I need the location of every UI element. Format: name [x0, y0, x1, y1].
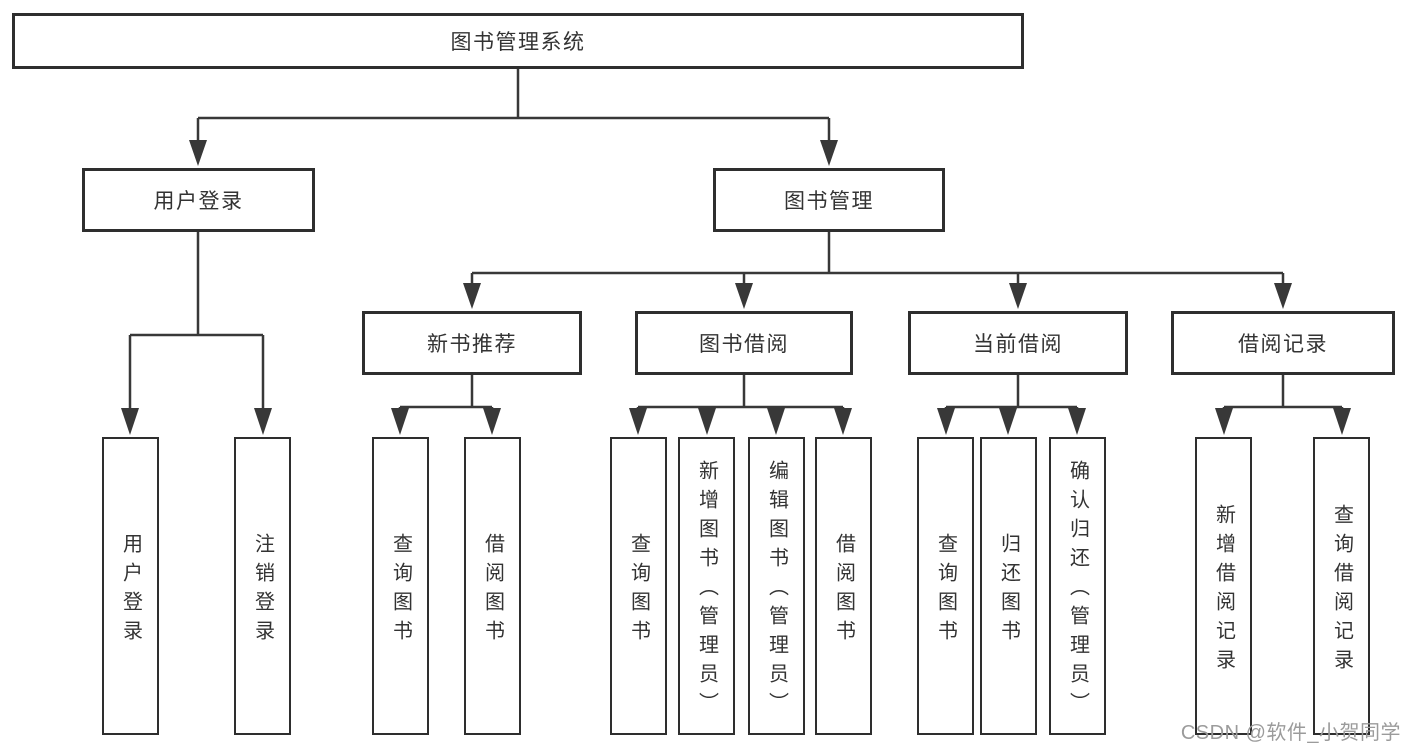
- leaf-query-book-a-label: 查询图书: [389, 532, 412, 649]
- node-book-management: 图书管理: [713, 168, 945, 232]
- leaf-query-record-label: 查询借阅记录: [1330, 503, 1353, 678]
- node-user-login: 用户登录: [82, 168, 315, 232]
- leaf-borrow-book-a: 借阅图书: [464, 437, 521, 735]
- node-current-borrowing: 当前借阅: [908, 311, 1128, 375]
- arrowhead: [189, 140, 207, 166]
- arrowhead: [1274, 283, 1292, 309]
- arrowhead: [121, 408, 139, 435]
- leaf-user-login-label: 用户登录: [119, 532, 142, 649]
- leaf-confirm-return: 确认归还（管理员）: [1049, 437, 1106, 735]
- node-root-label: 图书管理系统: [450, 31, 586, 54]
- node-new-book-recommend-label: 新书推荐: [427, 333, 517, 356]
- arrowheads: [121, 140, 1351, 435]
- leaf-query-book-b: 查询图书: [610, 437, 667, 735]
- connector-bookborrow-to-leaves: [636, 375, 845, 409]
- leaf-borrow-book-a-label: 借阅图书: [481, 532, 504, 649]
- arrowhead: [735, 283, 753, 309]
- arrowhead: [1009, 283, 1027, 309]
- arrowhead: [999, 408, 1017, 435]
- connector-newbook-to-leaves: [398, 375, 494, 409]
- arrowhead: [254, 408, 272, 435]
- leaf-edit-book-label: 编辑图书（管理员）: [765, 460, 788, 721]
- connector-bookmgmt-to-level3: [470, 232, 1285, 284]
- leaf-return-book: 归还图书: [980, 437, 1037, 735]
- leaf-add-book-label: 新增图书（管理员）: [695, 460, 718, 721]
- arrowhead: [937, 408, 955, 435]
- leaf-add-book: 新增图书（管理员）: [678, 437, 735, 735]
- arrowhead: [1333, 408, 1351, 435]
- node-borrowing-records: 借阅记录: [1171, 311, 1395, 375]
- leaf-query-book-c-label: 查询图书: [934, 532, 957, 649]
- leaf-add-record: 新增借阅记录: [1195, 437, 1252, 735]
- leaf-logout: 注销登录: [234, 437, 291, 735]
- node-book-management-label: 图书管理: [784, 190, 874, 213]
- leaf-borrow-book-b: 借阅图书: [815, 437, 872, 735]
- leaf-query-book-a: 查询图书: [372, 437, 429, 735]
- arrowhead: [391, 408, 409, 435]
- csdn-watermark: CSDN @软件_小贺同学: [1180, 722, 1401, 744]
- leaf-query-book-b-label: 查询图书: [627, 532, 650, 649]
- arrowhead: [834, 408, 852, 435]
- connector-records-to-leaves: [1222, 375, 1344, 409]
- arrowhead: [463, 283, 481, 309]
- arrowhead: [1215, 408, 1233, 435]
- node-book-borrowing: 图书借阅: [635, 311, 853, 375]
- leaf-add-record-label: 新增借阅记录: [1212, 503, 1235, 678]
- arrowhead: [698, 408, 716, 435]
- leaf-edit-book: 编辑图书（管理员）: [748, 437, 805, 735]
- arrowhead: [767, 408, 785, 435]
- arrowhead: [483, 408, 501, 435]
- node-root: 图书管理系统: [12, 13, 1024, 69]
- connector-root-to-level2: [196, 69, 831, 141]
- arrowhead: [629, 408, 647, 435]
- leaf-query-record: 查询借阅记录: [1313, 437, 1370, 735]
- node-new-book-recommend: 新书推荐: [362, 311, 582, 375]
- leaf-user-login: 用户登录: [102, 437, 159, 735]
- node-user-login-label: 用户登录: [153, 190, 244, 213]
- node-current-borrowing-label: 当前借阅: [973, 333, 1063, 356]
- arrowhead: [1068, 408, 1086, 435]
- leaf-borrow-book-b-label: 借阅图书: [832, 532, 855, 649]
- leaf-return-book-label: 归还图书: [997, 532, 1020, 649]
- connector-currentborrow-to-leaves: [944, 375, 1079, 409]
- node-book-borrowing-label: 图书借阅: [699, 333, 789, 356]
- node-borrowing-records-label: 借阅记录: [1238, 333, 1328, 356]
- leaf-logout-label: 注销登录: [251, 532, 274, 649]
- connector-userlogin-to-leaves: [128, 232, 265, 409]
- arrowhead: [820, 140, 838, 166]
- leaf-query-book-c: 查询图书: [917, 437, 974, 735]
- leaf-confirm-return-label: 确认归还（管理员）: [1066, 460, 1089, 721]
